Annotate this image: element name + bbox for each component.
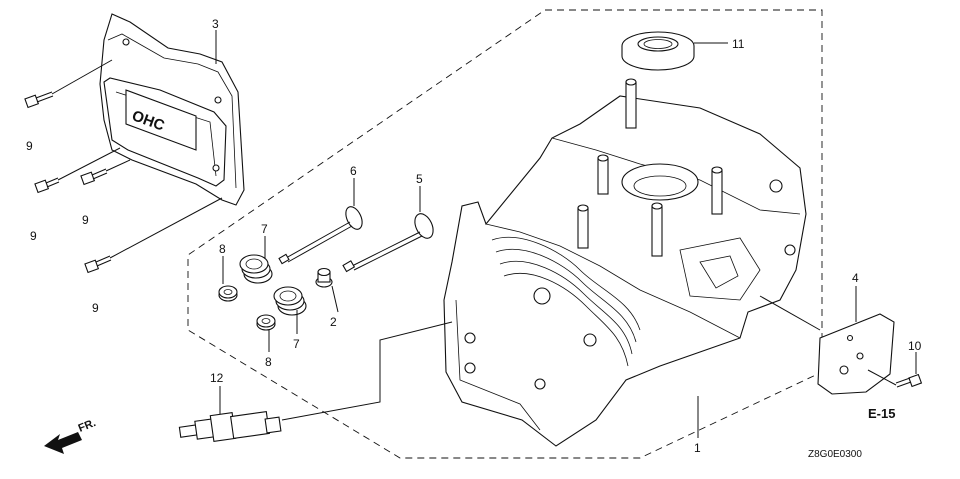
callout-6: 6: [350, 164, 357, 178]
callout-5: 5: [416, 172, 423, 186]
callout-9-b: 9: [30, 229, 37, 243]
callout-10: 10: [908, 339, 922, 353]
breather-cover: [817, 313, 895, 395]
assembly-boundary: [187, 9, 823, 459]
valve-spring-upper: [239, 254, 273, 284]
valve-cover: OHC: [99, 13, 245, 206]
cylinder-block: [443, 78, 807, 447]
callout-8-b: 8: [265, 355, 272, 369]
callout-7-a: 7: [261, 222, 268, 236]
direction-label: FR.: [77, 417, 98, 435]
callout-3: 3: [212, 17, 219, 31]
callout-12: 12: [210, 371, 224, 385]
oil-seal: [621, 31, 695, 71]
diagram-code: Z8G0E0300: [808, 449, 862, 460]
callout-1: 1: [694, 441, 701, 455]
bolt-9-a: [24, 91, 54, 109]
callout-7-b: 7: [293, 337, 300, 351]
front-direction-arrow: FR.: [44, 417, 98, 454]
valve-spring-lower: [273, 286, 307, 316]
valve-5: [342, 213, 434, 273]
bolt-9-b: [34, 177, 60, 194]
valve-6: [278, 206, 363, 265]
spring-retainer-upper: [218, 285, 238, 302]
callout-2: 2: [330, 315, 337, 329]
valve-stem-seal: [315, 267, 333, 288]
bolt-9-d: [84, 255, 112, 274]
spark-plug: [178, 410, 282, 443]
section-reference: E-15: [868, 406, 895, 421]
bolt-9-c: [80, 168, 108, 186]
callout-11: 11: [732, 37, 745, 51]
callout-9-c: 9: [82, 213, 89, 227]
callout-4: 4: [852, 271, 859, 285]
callout-9-a: 9: [26, 139, 33, 153]
callout-8-a: 8: [219, 242, 226, 256]
bolt-10: [895, 373, 923, 388]
spring-retainer-lower: [256, 314, 276, 331]
callout-9-d: 9: [92, 301, 99, 315]
